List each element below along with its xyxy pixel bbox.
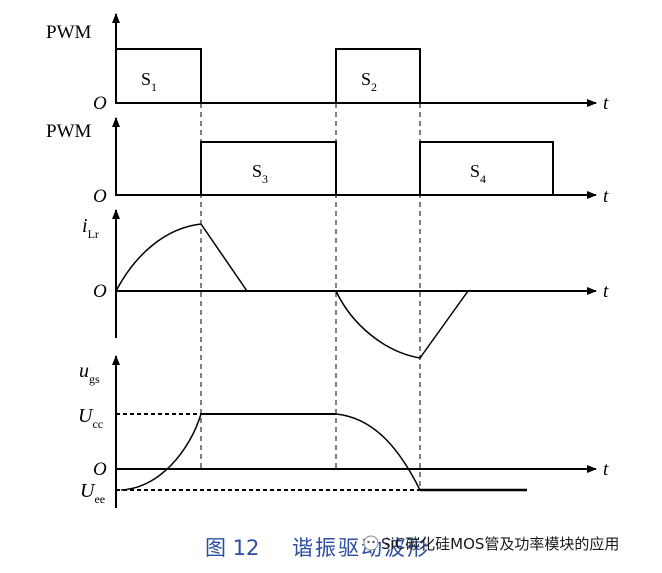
ugs-origin-label: O xyxy=(93,459,107,480)
pwm2-pulse-s3 xyxy=(200,141,337,195)
current-positive-decay xyxy=(200,223,248,292)
pwm2-panel: PWM O t S3 S4 xyxy=(46,117,609,207)
pwm1-pulse-s1 xyxy=(115,48,202,103)
pulse-label-s4: S4 xyxy=(470,161,486,186)
pulse-label-s1: S1 xyxy=(141,69,157,94)
current-panel: iLr O t xyxy=(82,209,609,359)
pulse-label-s2: S2 xyxy=(361,69,377,94)
watermark: SiC碳化硅MOS管及功率模块的应用 xyxy=(363,535,619,553)
current-ylabel: iLr xyxy=(82,215,99,241)
caption-title: 谐振驱动波形 xyxy=(292,536,430,560)
timing-guides xyxy=(200,103,421,490)
ugs-ylabel: ugs xyxy=(79,360,100,386)
pwm2-t-label: t xyxy=(603,186,609,207)
pwm2-ylabel: PWM xyxy=(46,121,92,142)
ugs-panel: ugs Ucc O Uee t xyxy=(78,355,609,508)
ugs-fall-curve xyxy=(335,413,421,491)
current-negative-decay xyxy=(419,290,469,359)
pwm1-t-label: t xyxy=(603,93,609,114)
current-origin-label: O xyxy=(93,281,107,302)
current-negative-rise xyxy=(335,290,421,359)
watermark-logo-icon xyxy=(363,535,379,551)
ugs-t-label: t xyxy=(603,459,609,480)
pwm2-origin-label: O xyxy=(93,186,107,207)
caption-number: 图 12 xyxy=(205,536,259,560)
uee-label: Uee xyxy=(80,480,105,506)
pulse-label-s3: S3 xyxy=(252,161,268,186)
pwm1-panel: PWM O t S1 S2 xyxy=(46,13,609,114)
ucc-label: Ucc xyxy=(78,405,103,431)
current-t-label: t xyxy=(603,281,609,302)
pwm1-ylabel: PWM xyxy=(46,22,92,43)
figure-caption: 图 12 谐振驱动波形 xyxy=(205,536,430,560)
pwm2-pulse-s4 xyxy=(419,141,554,195)
ugs-rise-curve xyxy=(120,413,202,491)
pwm1-pulse-s2 xyxy=(335,48,421,103)
current-positive-rise xyxy=(115,223,202,292)
pwm1-origin-label: O xyxy=(93,93,107,114)
watermark-text: SiC碳化硅MOS管及功率模块的应用 xyxy=(381,535,619,553)
